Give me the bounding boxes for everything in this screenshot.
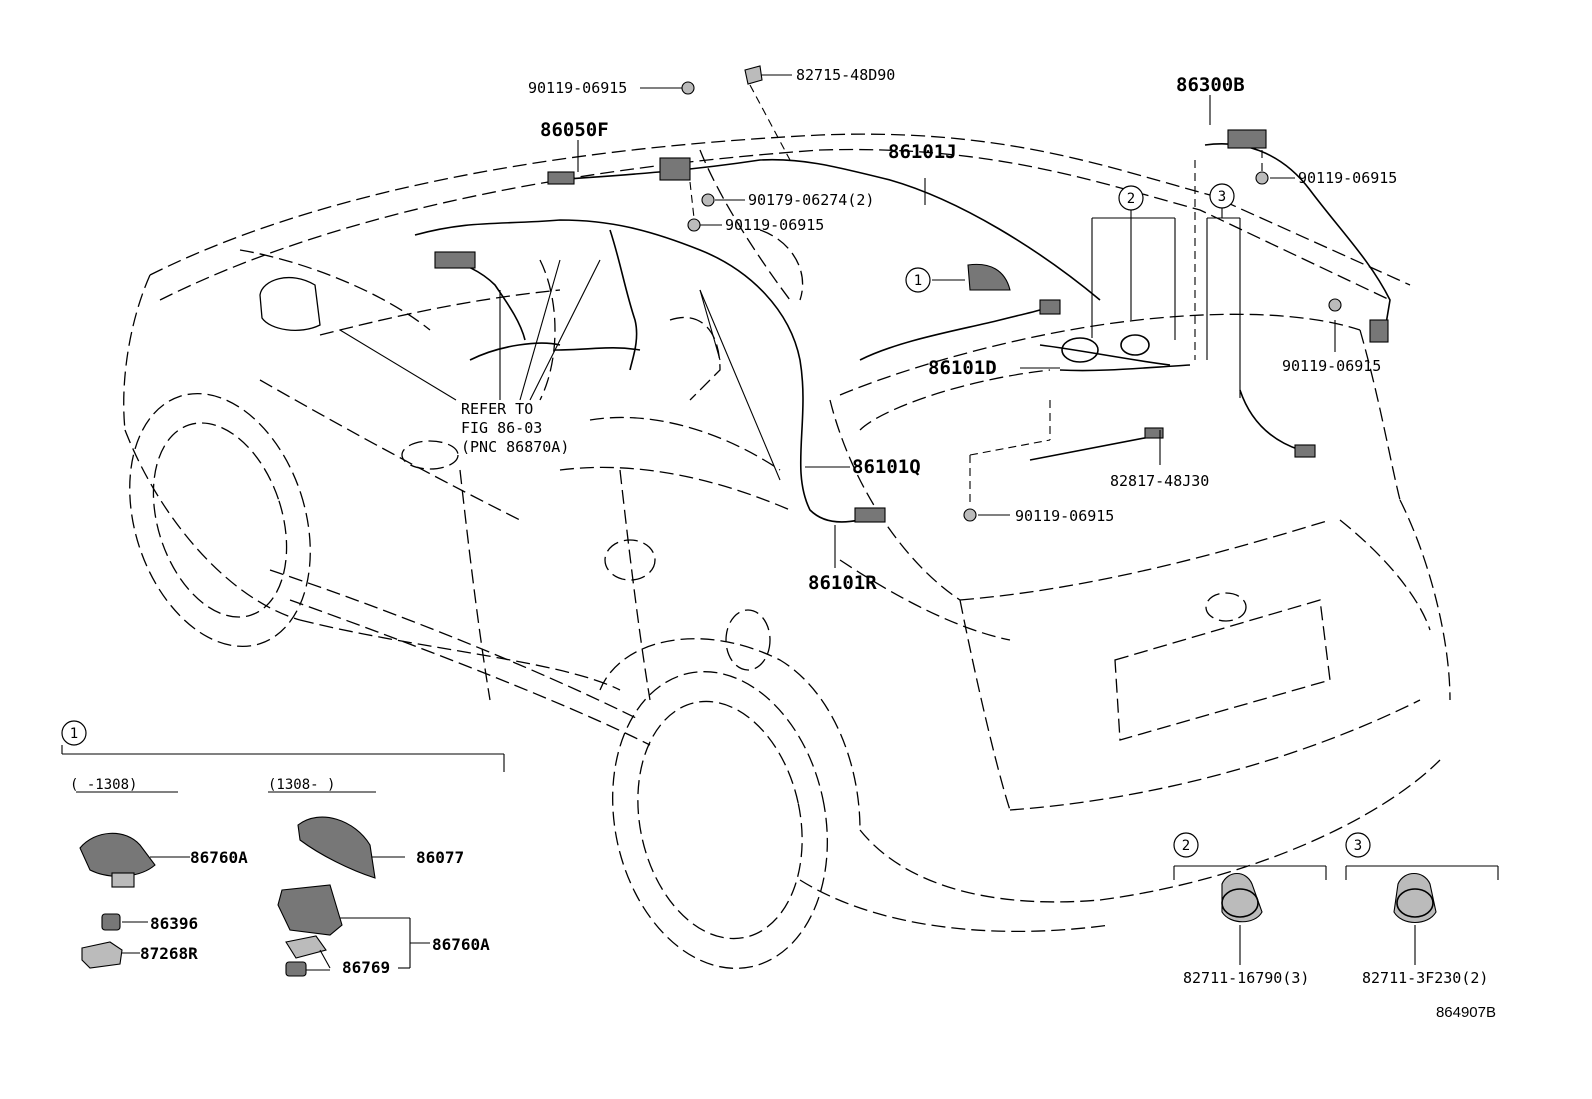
label-tuner: 86300B: [1176, 74, 1245, 96]
label-bolt-right2: 90119-06915: [1282, 357, 1381, 375]
clamp-3-shape: [1393, 872, 1437, 924]
antenna-base-shape: [277, 884, 343, 936]
range-before: ( -1308): [70, 777, 137, 793]
label-bolt-rear: 90119-06915: [1015, 507, 1114, 525]
detail-3: 3 82711-3F230(2): [1345, 832, 1499, 987]
label-clamp-2: 82711-16790(3): [1183, 969, 1309, 987]
label-wire-roof: 86101J: [888, 141, 957, 163]
detail-2: 2 82711-16790(3): [1173, 832, 1327, 987]
detail-1-marker: 1: [70, 726, 78, 742]
car-outline: [123, 133, 1451, 969]
callout-1-text: 1: [914, 273, 922, 289]
callout-3: 3: [1209, 183, 1235, 209]
callout-3-text: 3: [1218, 189, 1226, 205]
label-antenna-old: 86760A: [190, 848, 248, 867]
label-amp: 86050F: [540, 119, 609, 141]
label-bolt-mid: 90119-06915: [725, 216, 824, 234]
callout-2: 2: [1118, 185, 1144, 211]
refer-line-1: REFER TO: [461, 400, 533, 418]
label-bracket-rear: 82817-48J30: [1110, 472, 1209, 490]
clamp-2-shape: [1221, 872, 1263, 923]
figure-code: 864907B: [1436, 1004, 1496, 1021]
label-base: 86760A: [432, 935, 490, 954]
label-pad: 86396: [150, 914, 198, 933]
callout-2-text: 2: [1127, 191, 1135, 207]
detail-3-marker: 3: [1354, 838, 1362, 854]
range-after: (1308- ): [268, 777, 335, 793]
label-bracket-top: 82715-48D90: [796, 66, 895, 84]
antenna-new-shape: [297, 816, 376, 879]
label-wire-r: 86101R: [808, 572, 877, 594]
label-clamp-90179: 90179-06274(2): [748, 191, 874, 209]
label-bolt-right: 90119-06915: [1298, 169, 1397, 187]
antenna-wiring: [414, 129, 1391, 523]
callout-1: 1: [905, 267, 931, 293]
label-wire-d: 86101D: [928, 357, 997, 379]
leader-lines: [339, 65, 1342, 568]
detail-1: 1 ( -1308) (1308- ) 86760A 86396 87268R …: [61, 720, 505, 977]
detail-2-marker: 2: [1182, 838, 1190, 854]
antenna-old-shape: [79, 832, 156, 877]
refer-line-2: FIG 86-03: [461, 419, 542, 437]
label-gasket: 86769: [342, 958, 390, 977]
label-bolt-top: 90119-06915: [528, 79, 627, 97]
label-clamp-3: 82711-3F230(2): [1362, 969, 1488, 987]
refer-line-3: (PNC 86870A): [461, 438, 569, 456]
label-wire-q: 86101Q: [852, 456, 921, 478]
label-antenna-new: 86077: [416, 848, 464, 867]
label-connector: 87268R: [140, 944, 198, 963]
